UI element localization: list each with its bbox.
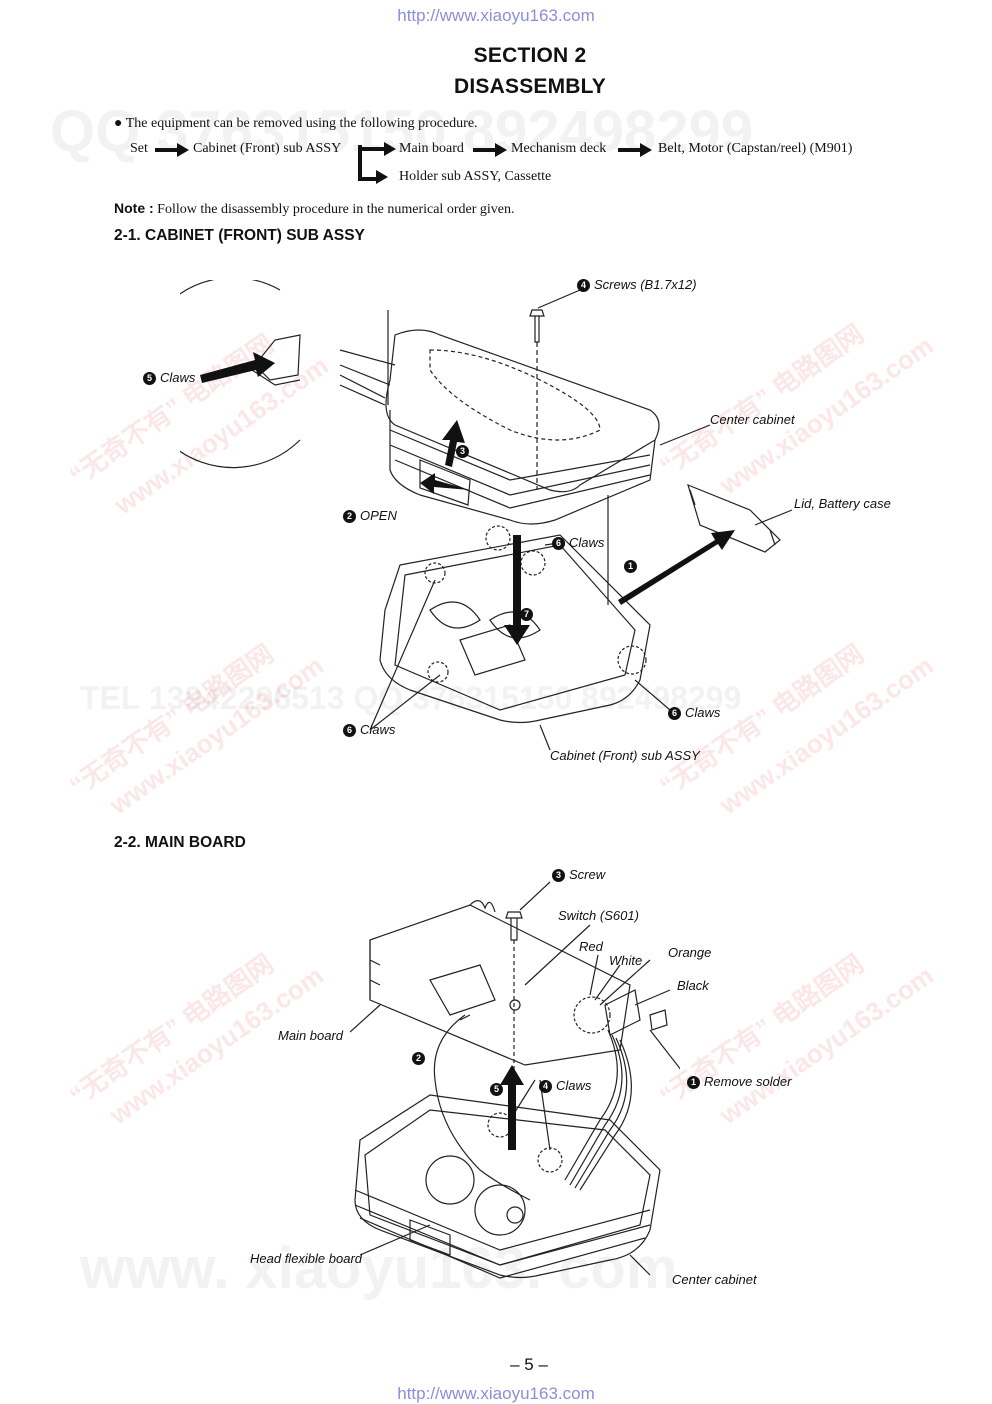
arrow-right-icon xyxy=(155,143,189,157)
arrow-right-icon xyxy=(618,143,652,157)
section-subtitle: DISASSEMBLY xyxy=(454,75,606,98)
section-2-2-title: 2-2. MAIN BOARD xyxy=(114,834,246,851)
label-center-cabinet-2: Center cabinet xyxy=(672,1272,757,1287)
label-head-flexible-board: Head flexible board xyxy=(250,1251,363,1266)
arrow-right-icon xyxy=(473,143,507,157)
label-step-2: 2 xyxy=(412,1050,429,1065)
label-step-3: 3 xyxy=(456,443,473,458)
label-black: Black xyxy=(677,978,709,993)
flow-holder: Holder sub ASSY, Cassette xyxy=(399,169,552,184)
label-main-board: Main board xyxy=(278,1028,344,1043)
flow-branch-icon xyxy=(358,142,396,184)
bullet-icon: ● xyxy=(114,116,123,131)
label-step-7: 7 xyxy=(520,606,537,621)
flow-mechanism-deck: Mechanism deck xyxy=(511,141,607,156)
page-number: – 5 – xyxy=(510,1355,548,1374)
label-step-1: 1 xyxy=(624,558,641,573)
main-board-diagram xyxy=(350,881,680,1279)
label-red: Red xyxy=(579,939,603,954)
section-2-1-title: 2-1. CABINET (FRONT) SUB ASSY xyxy=(114,227,365,244)
note: Note : Follow the disassembly procedure … xyxy=(114,200,514,218)
header-url[interactable]: http://www.xiaoyu163.com xyxy=(397,6,595,25)
label-cabinet-front-sub-assy: Cabinet (Front) sub ASSY xyxy=(550,748,700,763)
note-text: Follow the disassembly procedure in the … xyxy=(157,202,515,217)
watermark-qq: QQ 376315150 892498299 xyxy=(50,99,754,164)
flow-set: Set xyxy=(130,141,148,156)
flow-main-board: Main board xyxy=(399,141,464,156)
flow-belt-motor: Belt, Motor (Capstan/reel) (M901) xyxy=(658,141,853,156)
note-label: Note : xyxy=(114,200,154,216)
label-white: White xyxy=(609,953,643,968)
label-center-cabinet: Center cabinet xyxy=(710,412,795,427)
label-step-5: 5 xyxy=(490,1081,507,1096)
cabinet-diagram xyxy=(180,280,793,750)
label-lid-battery-case: Lid, Battery case xyxy=(794,496,891,511)
section-title: SECTION 2 xyxy=(473,44,587,67)
label-orange: Orange xyxy=(668,945,712,960)
footer-url[interactable]: http://www.xiaoyu163.com xyxy=(397,1384,595,1403)
flow-cabinet: Cabinet (Front) sub ASSY xyxy=(193,141,342,156)
intro-text: ● The equipment can be removed using the… xyxy=(114,116,478,131)
label-switch-s601: Switch (S601) xyxy=(558,908,639,923)
